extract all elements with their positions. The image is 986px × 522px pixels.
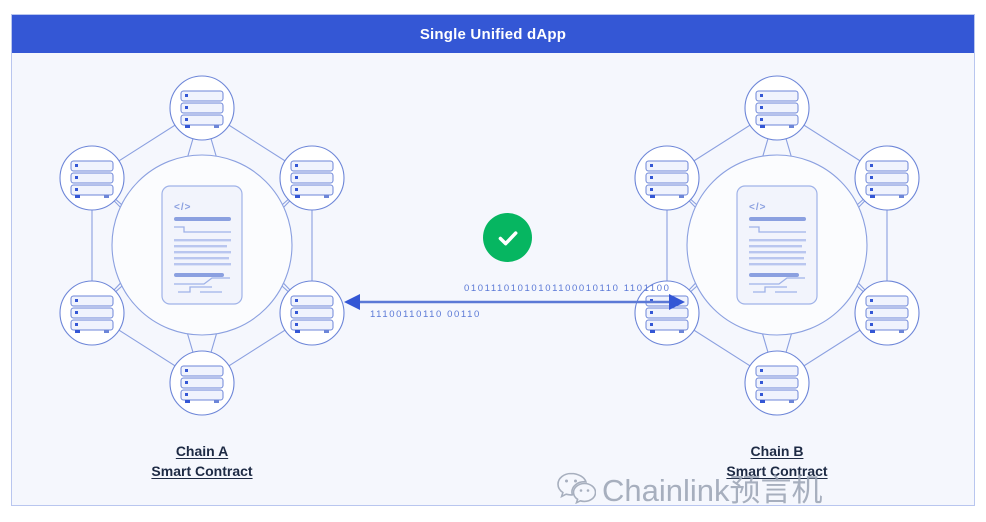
chain-a-graph: </>	[59, 75, 345, 416]
node-bottom-left	[634, 280, 700, 346]
svg-text:</>: </>	[174, 202, 191, 213]
chain-b-name: Chain B	[750, 443, 804, 459]
page-title: Single Unified dApp	[419, 25, 567, 43]
chain-b-network: </>	[612, 53, 942, 479]
binary-stream-forward: 01011101010101100010110 1101100	[464, 283, 671, 294]
node-top-left	[634, 145, 700, 211]
chain-b-graph: </>	[634, 75, 920, 416]
chain-a-nodes	[59, 75, 345, 416]
node-top-right	[279, 145, 345, 211]
node-bottom	[169, 350, 235, 416]
node-top-right	[854, 145, 920, 211]
chain-b-label: Chain B Smart Contract	[612, 441, 942, 481]
chain-a-name: Chain A	[175, 443, 229, 459]
chain-a-contract-card: </>	[161, 185, 243, 305]
chain-a-label: Chain A Smart Contract	[37, 441, 367, 481]
node-top	[169, 75, 235, 141]
status-badge	[483, 213, 532, 262]
interop-link: 01011101010101100010110 1101100 11100110…	[342, 243, 687, 343]
chain-b-nodes	[634, 75, 920, 416]
node-top-left	[59, 145, 125, 211]
node-top	[744, 75, 810, 141]
svg-text:</>: </>	[749, 202, 766, 213]
double-arrow-icon	[344, 294, 685, 310]
node-bottom-right	[279, 280, 345, 346]
chain-a-network: </>	[37, 53, 367, 479]
diagram-canvas: </>	[12, 53, 974, 506]
node-bottom	[744, 350, 810, 416]
chain-a-subtitle: Smart Contract	[151, 463, 253, 479]
chain-b-contract-card: </>	[736, 185, 818, 305]
node-bottom-right	[854, 280, 920, 346]
check-icon	[498, 230, 517, 245]
binary-stream-reverse: 11100110110 00110	[370, 309, 481, 320]
chain-b-subtitle: Smart Contract	[726, 463, 828, 479]
node-bottom-left	[59, 280, 125, 346]
diagram-panel: Single Unified dApp </>	[11, 14, 975, 506]
panel-title-bar: Single Unified dApp	[12, 15, 974, 53]
